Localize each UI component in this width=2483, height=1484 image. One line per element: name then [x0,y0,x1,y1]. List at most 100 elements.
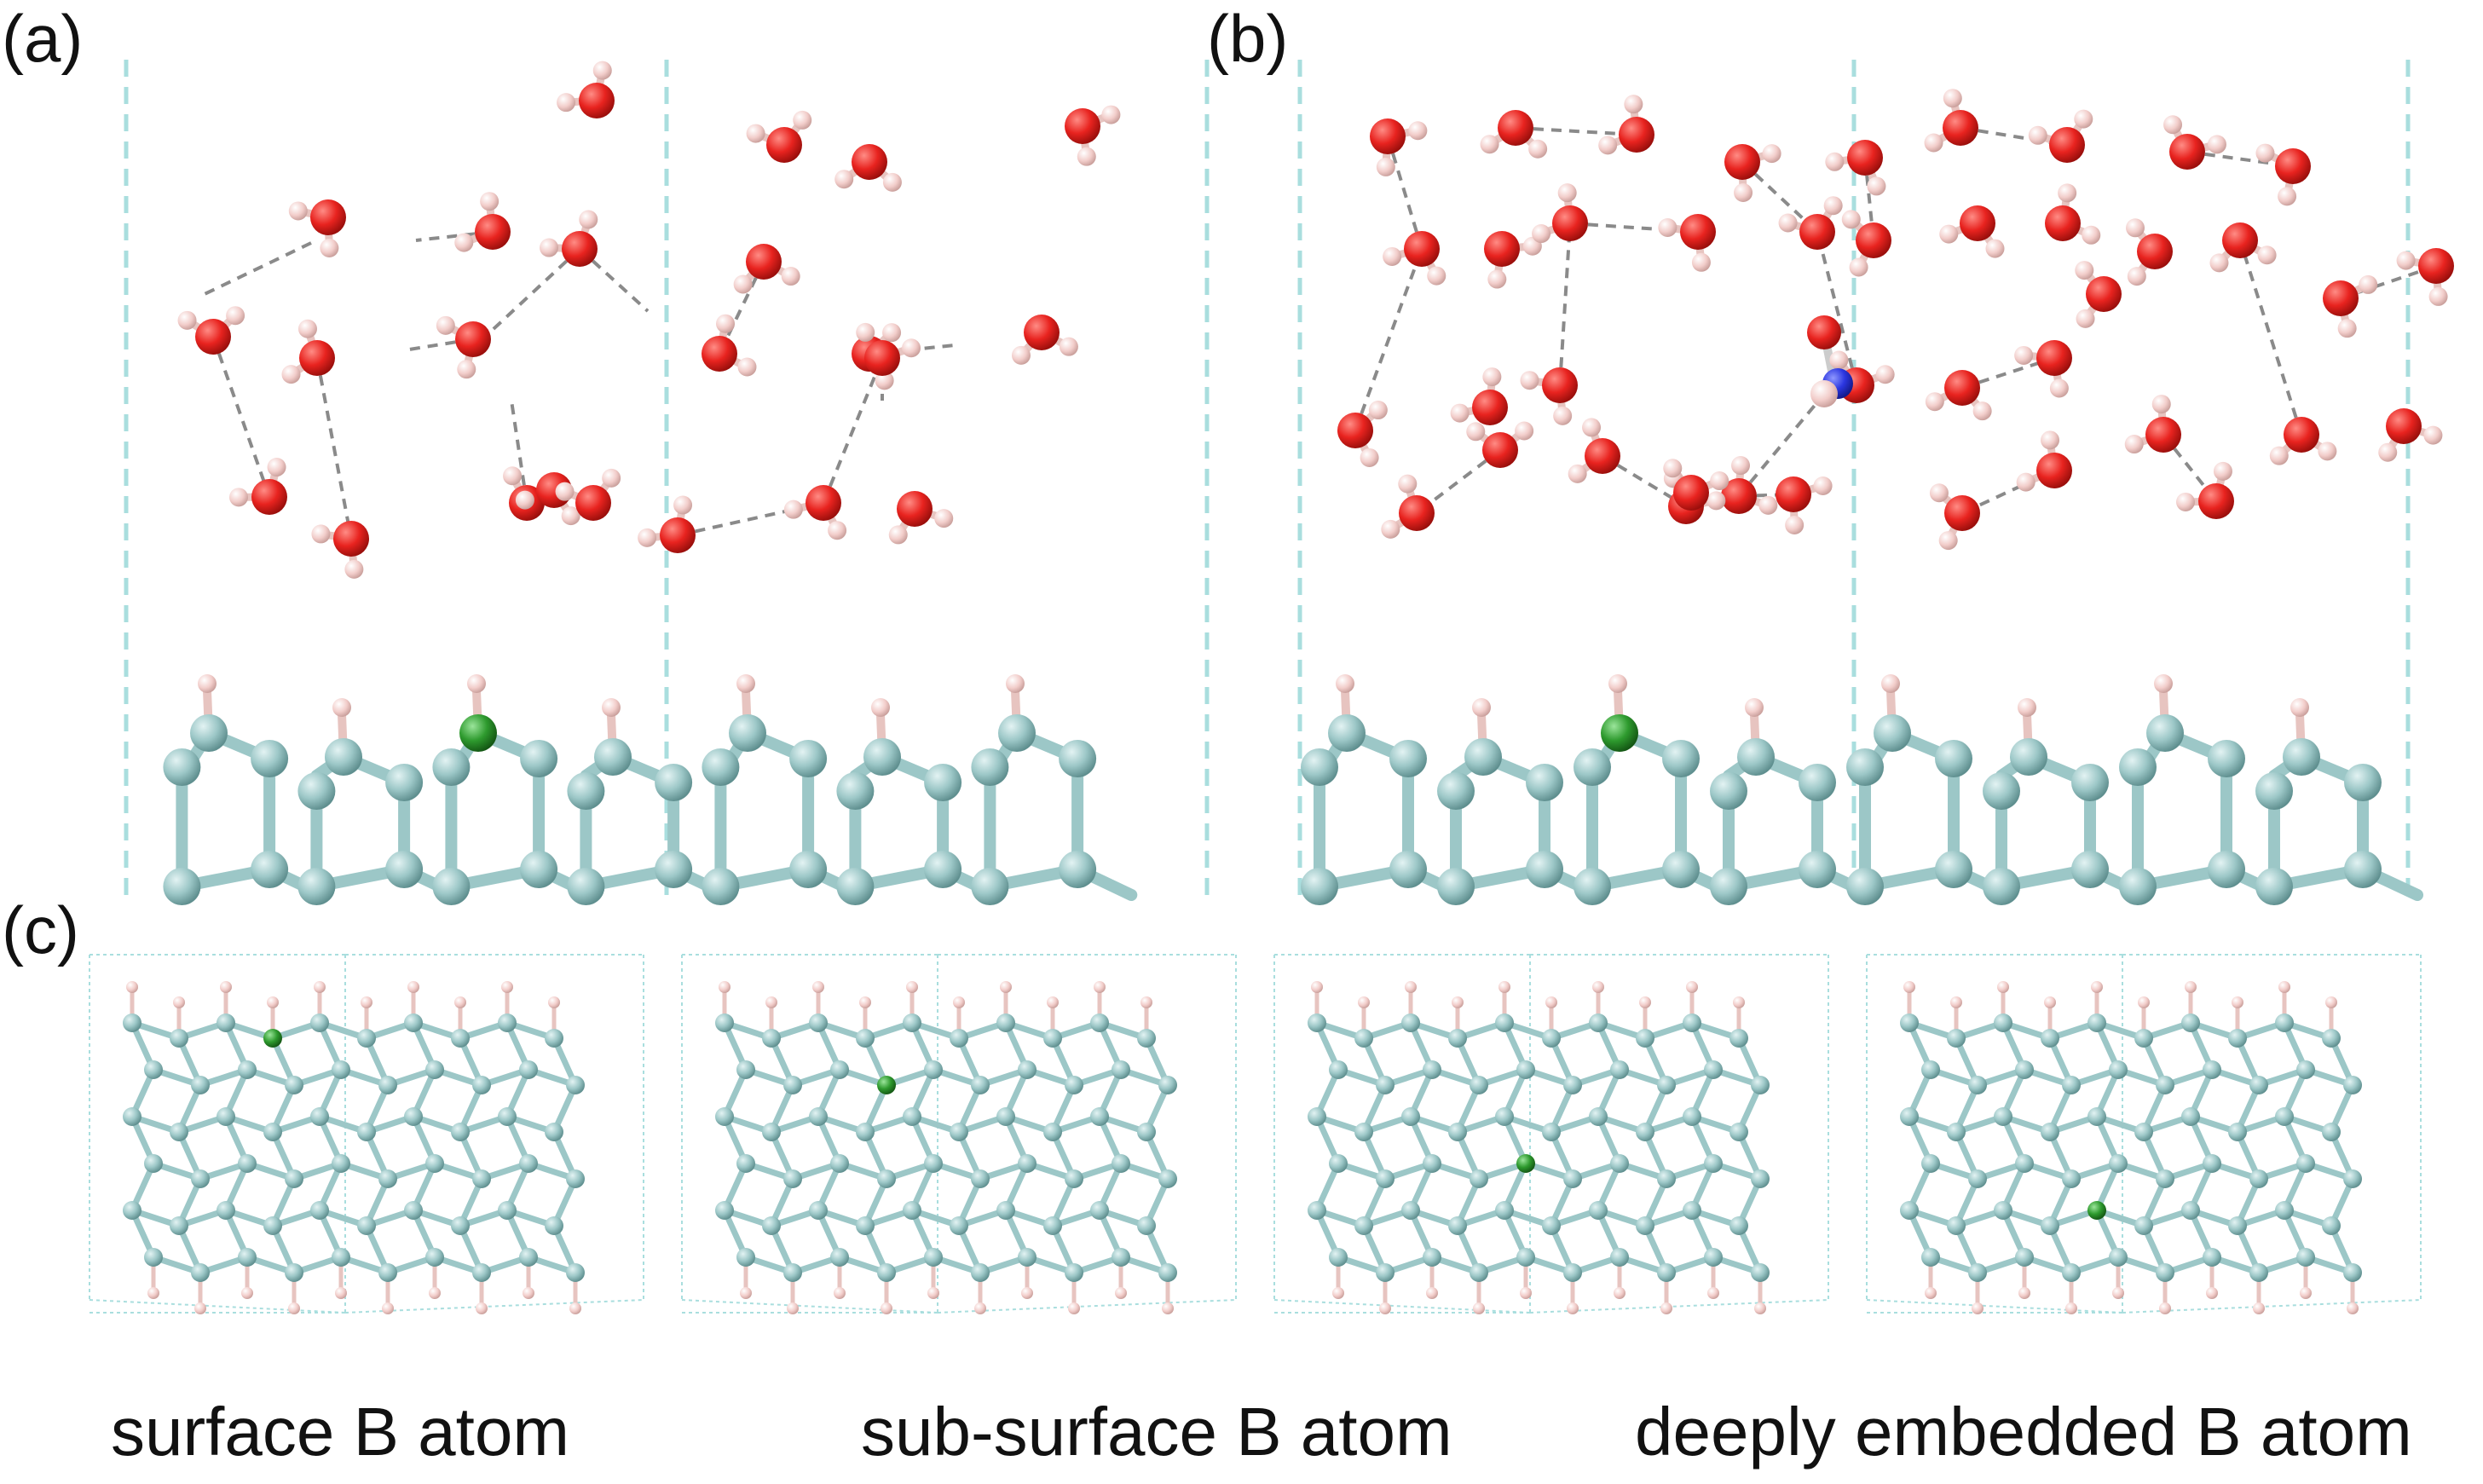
silicon-atom [2203,1060,2221,1079]
silicon-atom [783,1263,802,1282]
silicon-atom [1994,1107,2012,1126]
hydrogen-atom [1408,121,1427,140]
hydrogen-atom [716,315,735,333]
hydrogen-atom [1943,89,1962,107]
hydrogen-atom [2017,473,2035,492]
oxygen-atom [1399,495,1435,531]
hydrogen-atom [784,500,803,519]
caption-subsurface: sub-surface B atom [861,1398,1452,1466]
silicon-atom [856,1029,875,1048]
silicon-atom [715,1201,734,1220]
silicon-atom [567,772,604,810]
oxygen-atom [195,319,231,355]
silicon-atom [1610,1154,1629,1173]
hydrogen-atom [1733,996,1745,1008]
hydrogen-atom [344,560,363,579]
oxygen-atom [1776,476,1811,512]
hydrogen-atom [382,1302,394,1314]
hydrogen-atom [1487,270,1506,289]
silicon-atom [2296,1060,2315,1079]
hydrogen-atom [268,458,286,476]
silicon-atom [432,868,470,905]
oxygen-atom [575,485,611,521]
oxygen-atom [1065,108,1100,144]
silicon-atom [1354,1029,1373,1048]
hydrogen-atom [557,93,575,112]
hydrogen-atom [457,360,476,378]
oxygen-atom [852,144,887,180]
silicon-atom [2228,1029,2247,1048]
silicon-atom [1799,764,1836,801]
silicon-atom [783,1169,802,1188]
hydrogen-atom [1608,674,1627,693]
silicon-atom [2087,1107,2106,1126]
hydrogen-atom [1558,183,1577,202]
silicon-atom [1470,1263,1488,1282]
silicon-atom [924,1248,943,1267]
hydrogen-atom [1876,365,1895,384]
oxygen-atom [251,479,287,515]
silicon-atom [1389,851,1427,888]
silicon-atom [1018,1060,1037,1079]
hydrogen-atom [1520,371,1539,390]
silicon-atom [1308,1013,1326,1032]
hydrogen-atom [1451,404,1470,423]
hydrogen-atom [436,316,455,335]
silicon-atom [1900,1013,1919,1032]
oxygen-atom [1482,432,1518,468]
silicon-atom [1329,1248,1348,1267]
silicon-atom [498,1107,517,1126]
oxygen-atom [562,231,598,267]
silicon-atom [1574,868,1611,905]
silicon-atom [1090,1013,1109,1032]
silicon-atom [1710,868,1747,905]
hydrogen-atom [1520,1287,1532,1299]
silicon-atom [1542,1029,1561,1048]
silicon-atom [2156,1263,2174,1282]
silicon-atom [310,1107,329,1126]
caption-deep: deeply embedded B atom [1635,1398,2412,1466]
cell-boundary [1274,1300,1530,1313]
silicon-atom [1328,714,1366,752]
oxygen-atom [746,244,782,280]
hydrogen-atom [2091,981,2103,993]
hydrogen-atom [2359,275,2377,294]
silicon-atom [1495,1107,1514,1126]
silicon-atom [1947,1029,1966,1048]
silicon-atom [1389,740,1427,777]
silicon-atom [357,1123,376,1141]
silicon-atom [1137,1123,1156,1141]
silicon-atom [971,748,1008,786]
hydrogen-atom [2318,442,2336,460]
silicon-atom [2119,748,2157,786]
hydrogen-atom [311,524,330,543]
silicon-atom [996,1201,1015,1220]
hydrogen-atom [2270,447,2289,465]
oxygen-atom [2323,280,2359,316]
silicon-atom [2203,1248,2221,1267]
hydrogen-atom [1553,407,1572,425]
silicon-atom [1043,1123,1062,1141]
silicon-atom [310,1201,329,1220]
hydrogen-bond [1516,128,1637,135]
hydrogen-atom [1452,996,1464,1008]
hydrogen-atom [1639,996,1651,1008]
silicon-atom [2203,1154,2221,1173]
silicon-atom [2015,1154,2034,1173]
silicon-atom [2119,868,2157,905]
hydrogen-atom [241,1287,253,1299]
oxygen-atom [2169,134,2205,170]
silicon-atom [1636,1029,1654,1048]
oxygen-atom [2036,340,2072,376]
hydrogen-atom [2065,1302,2077,1314]
silicon-atom [425,1248,444,1267]
hydrogen-bond [317,358,351,539]
hydrogen-atom [1973,401,1992,420]
silicon-atom [1704,1154,1723,1173]
hydrogen-atom [1758,496,1777,515]
oxygen-atom [1847,140,1883,176]
hydrogen-atom [1427,267,1446,286]
silicon-atom [2275,1201,2294,1220]
silicon-atom [451,1029,470,1048]
